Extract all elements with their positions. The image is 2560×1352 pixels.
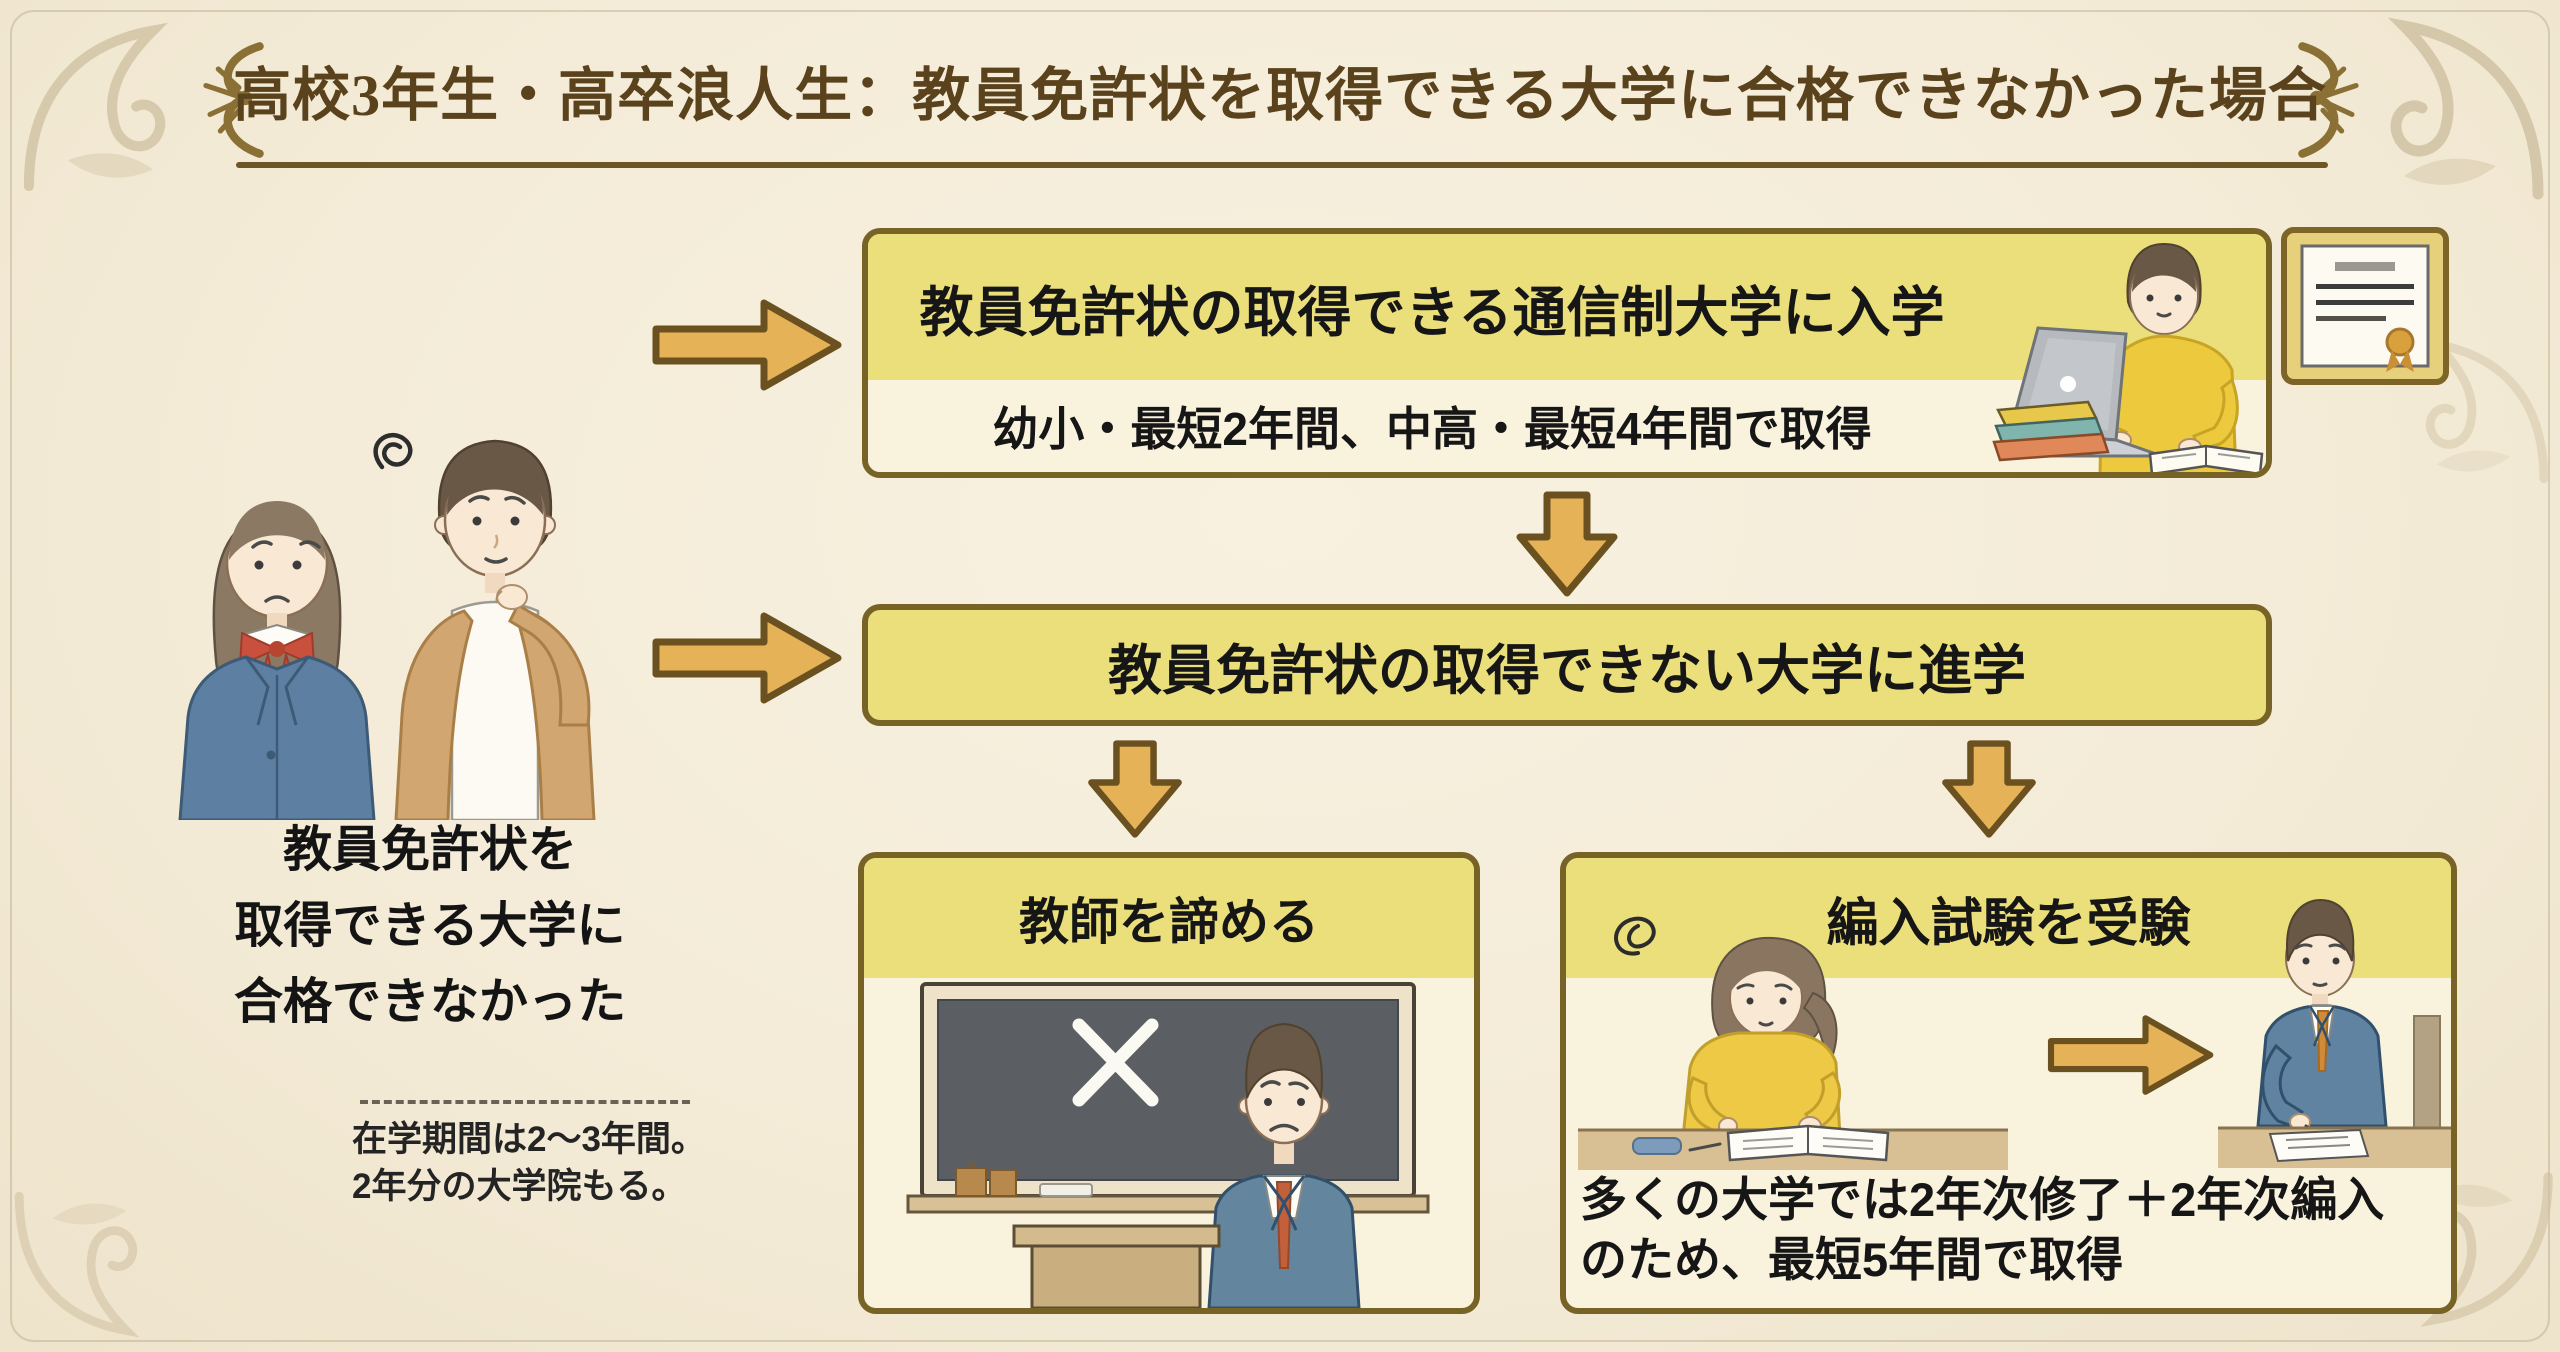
down-arrow-icon bbox=[1078, 738, 1192, 840]
eraser-icon bbox=[1632, 1137, 1682, 1155]
right-arrow-icon bbox=[648, 608, 848, 708]
notebook-icon bbox=[1726, 1124, 1890, 1162]
open-book-icon bbox=[2148, 444, 2264, 472]
teacher-desk-icon bbox=[1012, 1224, 1221, 1308]
flow-box-non-license-university: 教員免許状の取得できない大学に進学 bbox=[862, 604, 2272, 726]
right-arrow-icon bbox=[2044, 1000, 2219, 1110]
title-underline bbox=[236, 162, 2328, 168]
scribble-icon bbox=[373, 432, 413, 470]
dashed-divider bbox=[360, 1100, 690, 1104]
page-title: 高校3年生・高卒浪人生：教員免許状を取得できる大学に合格できなかった場合 bbox=[233, 63, 2327, 128]
thinking-man-illustration bbox=[394, 439, 596, 820]
box-title: 教員免許状の取得できる通信制大学に入学 bbox=[919, 282, 1945, 343]
box-title: 教員免許状の取得できない大学に進学 bbox=[1108, 640, 2026, 701]
scribble-icon bbox=[1614, 916, 1656, 956]
transfer-note: 多くの大学では2年次修了＋2年次編入 のため、最短5年間で取得 bbox=[1580, 1170, 2384, 1290]
books-icon bbox=[1992, 400, 2110, 462]
x-mark-icon bbox=[1072, 1018, 1159, 1107]
transfer-note-line: のため、最短5年間で取得 bbox=[1580, 1233, 2124, 1286]
right-arrow-icon bbox=[648, 295, 848, 395]
flow-box-give-up-teaching: 教師を諦める bbox=[858, 852, 1480, 1314]
start-condition-label: 教員免許状を 取得できる大学に 合格できなかった bbox=[130, 812, 730, 1040]
transfer-note-line: 多くの大学では2年次修了＋2年次編入 bbox=[1580, 1173, 2385, 1226]
start-condition-line: 合格できなかった bbox=[233, 975, 626, 1029]
laptop-student-illustration bbox=[1992, 242, 2264, 472]
sad-teacher-illustration bbox=[1207, 1022, 1361, 1308]
box-title: 教師を諦める bbox=[1019, 894, 1319, 950]
start-note: 在学期間は2〜3年間。 2年分の大学院もる。 bbox=[352, 1100, 782, 1210]
box-header: 教師を諦める bbox=[864, 858, 1474, 978]
exam-student-illustration bbox=[2218, 898, 2451, 1168]
start-note-line: 在学期間は2〜3年間。 bbox=[352, 1120, 706, 1159]
box-subtitle: 幼小・最短2年間、中高・最短4年間で取得 bbox=[992, 403, 1872, 455]
box-title: 編入試験を受験 bbox=[1826, 894, 2191, 953]
start-condition-line: 取得できる大学に bbox=[234, 899, 626, 953]
worried-girl-illustration bbox=[178, 501, 376, 820]
certificate-icon bbox=[2281, 227, 2449, 385]
exam-paper-icon bbox=[2268, 1128, 2370, 1163]
flow-box-correspondence-university: 教員免許状の取得できる通信制大学に入学 幼小・最短2年間、中高・最短4年間で取得 bbox=[862, 228, 2272, 478]
pen-icon bbox=[1688, 1142, 1722, 1152]
worried-students-illustration bbox=[178, 432, 596, 820]
corner-flourish-icon bbox=[8, 1185, 168, 1345]
start-condition-line: 教員免許状を bbox=[282, 823, 577, 877]
blackboard-illustration bbox=[906, 982, 1430, 1308]
flow-box-transfer-exam: 編入試験を受験 bbox=[1560, 852, 2457, 1314]
studying-girl-illustration bbox=[1578, 916, 2008, 1170]
start-note-line: 2年分の大学院もる。 bbox=[352, 1167, 687, 1206]
down-arrow-icon bbox=[1932, 738, 2046, 840]
down-arrow-icon bbox=[1510, 486, 1624, 602]
